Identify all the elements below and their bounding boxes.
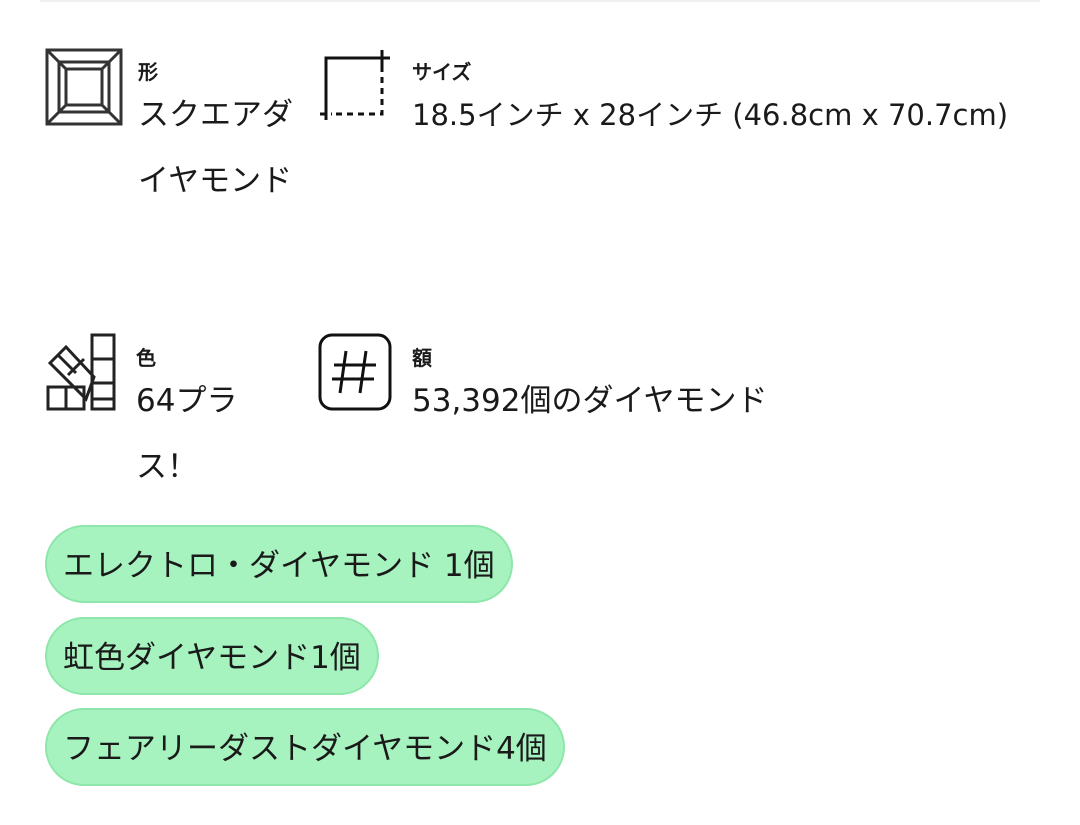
amount-value: 53,392個のダイヤモンド (412, 383, 768, 419)
badge-fairy-dust-diamond: フェアリーダストダイヤモンド4個 (45, 708, 565, 786)
badge-rainbow-diamond: 虹色ダイヤモンド1個 (45, 617, 379, 695)
hash-icon (318, 333, 392, 411)
shape-label: 形 (138, 60, 158, 84)
colors-value: 64プラス！ (136, 383, 238, 485)
badge-electro-diamond: エレクトロ・ダイヤモンド 1個 (45, 525, 513, 603)
size-value: 18.5インチ x 28インチ (46.8cm x 70.7cm) (412, 98, 1009, 132)
color-swatch-icon (46, 333, 116, 411)
divider (40, 0, 1040, 2)
colors-label: 色 (136, 346, 156, 370)
shape-value: スクエアダイヤモンド (138, 97, 293, 199)
amount-label: 額 (412, 346, 432, 370)
square-diamond-icon (45, 48, 123, 126)
canvas-size-icon (320, 50, 390, 120)
size-label: サイズ (412, 60, 472, 84)
